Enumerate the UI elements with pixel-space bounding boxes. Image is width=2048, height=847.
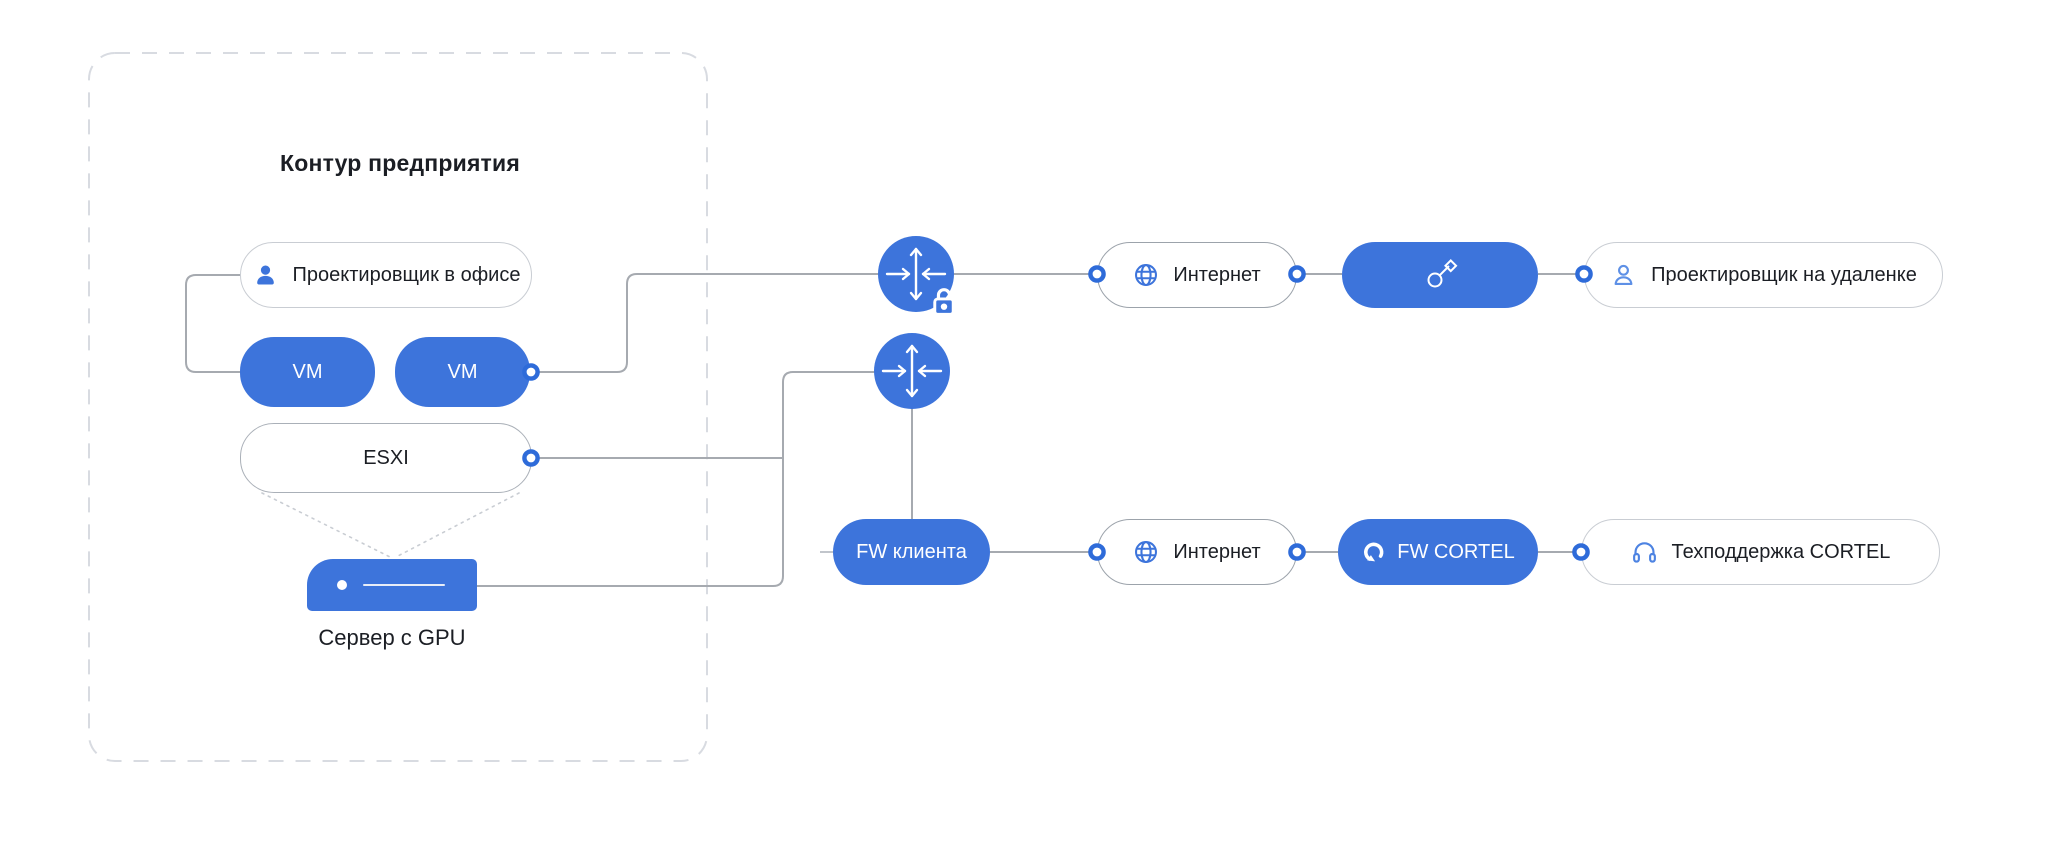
headphones-icon [1632,541,1656,563]
node-office-designer: Проектировщик в офисе [240,242,532,308]
node-label: Проектировщик на удаленке [1651,263,1917,286]
node-label: Проектировщик в офисе [292,263,521,286]
lock-icon [933,288,955,316]
node-label: Интернет [1173,540,1261,563]
cortel-logo-icon [1364,542,1384,561]
node-label: FW CORTEL [1397,540,1515,563]
person-outline-icon [1614,264,1633,285]
node-label: FW клиента [856,540,967,563]
gpu-server-label: Сервер с GPU [318,625,466,650]
globe-icon [1135,541,1158,563]
node-vm-2: VM [395,337,530,407]
node-vpn-key [1342,242,1538,308]
node-label: VM [292,360,323,383]
person-filled-icon [256,264,274,284]
server-led [337,580,347,590]
node-label: VM [447,360,478,383]
node-fw-cortel: FW CORTEL [1338,519,1538,585]
node-remote-designer: Проектировщик на удаленке [1584,242,1943,308]
node-esxi: ESXI [240,423,532,493]
node-fw-gateway [874,333,950,409]
enterprise-contour-title: Контур предприятия [279,150,520,176]
node-fw-gateway-lock [878,236,955,316]
node-fw-client: FW клиента [833,519,990,585]
node-label: ESXI [363,446,409,469]
node-label: Техподдержка CORTEL [1671,540,1891,563]
key-icon [1427,259,1458,288]
server-slot [363,584,445,586]
node-label: Интернет [1173,263,1261,286]
node-gpu-server [307,559,477,611]
node-vm-1: VM [240,337,375,407]
node-support-cortel: Техподдержка CORTEL [1581,519,1940,585]
globe-icon [1135,264,1158,286]
crossed-arrows-icon [881,344,943,398]
node-internet-top: Интернет [1097,242,1297,308]
node-internet-bottom: Интернет [1097,519,1297,585]
